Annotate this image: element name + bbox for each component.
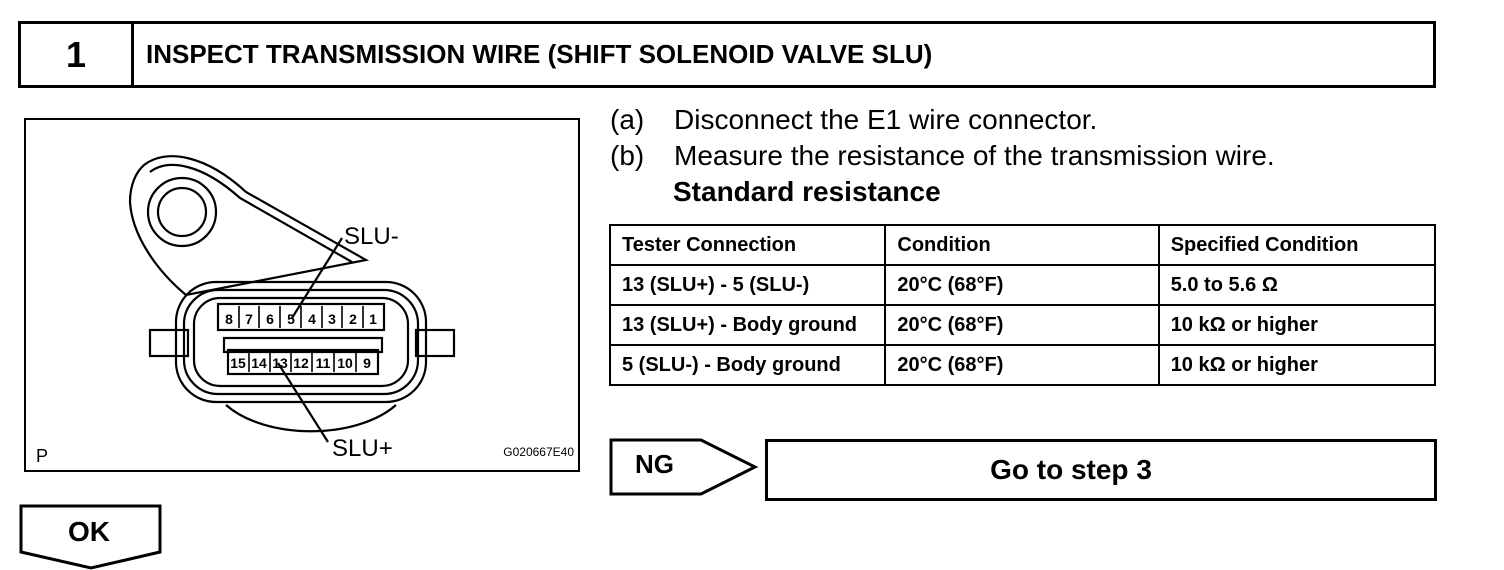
pin-label: 7 <box>245 311 253 327</box>
table-row: 13 (SLU+) - Body ground 20°C (68°F) 10 k… <box>608 304 1437 346</box>
table-cell: 20°C (68°F) <box>884 304 1160 346</box>
pin-label: 15 <box>230 355 246 371</box>
pin-label: 2 <box>349 311 357 327</box>
pin-label: 11 <box>316 355 331 371</box>
step-b-label: (b) <box>610 140 645 171</box>
step-header: 1 INSPECT TRANSMISSION WIRE (SHIFT SOLEN… <box>18 21 1436 88</box>
step-a: (a) Disconnect the E1 wire connector. <box>610 104 1097 136</box>
step-title: INSPECT TRANSMISSION WIRE (SHIFT SOLENOI… <box>146 39 933 69</box>
table-cell: 20°C (68°F) <box>884 264 1160 306</box>
corner-letter: P <box>36 446 48 466</box>
connector-diagram: 8 7 6 5 4 3 2 1 15 14 13 12 11 10 9 SLU-… <box>36 155 574 466</box>
ng-label: NG <box>635 449 674 479</box>
table-cell: 5 (SLU-) - Body ground <box>608 344 887 386</box>
table-cell: 13 (SLU+) - Body ground <box>608 304 887 346</box>
pin-label: 6 <box>266 311 274 327</box>
table-row: 5 (SLU-) - Body ground 20°C (68°F) 10 kΩ… <box>608 344 1437 386</box>
pin-label: 8 <box>225 311 233 327</box>
table-cell: 10 kΩ or higher <box>1157 304 1437 346</box>
table-row: 13 (SLU+) - 5 (SLU-) 20°C (68°F) 5.0 to … <box>608 264 1437 306</box>
ok-label: OK <box>68 516 110 547</box>
pin-label: 4 <box>308 311 316 327</box>
connector-figure: 8 7 6 5 4 3 2 1 15 14 13 12 11 10 9 SLU-… <box>24 118 580 472</box>
pin-label: 10 <box>337 355 353 371</box>
step-b-text: Measure the resistance of the transmissi… <box>674 140 1275 171</box>
pin-label: 1 <box>369 311 377 327</box>
slu-minus-label: SLU- <box>344 223 399 250</box>
standard-heading: Standard resistance <box>673 176 941 207</box>
step-b: (b) Measure the resistance of the transmi… <box>610 140 1275 172</box>
pin-label: 12 <box>293 355 309 371</box>
go-to-step-box[interactable]: Go to step 3 <box>765 439 1437 501</box>
table-cell: 5.0 to 5.6 Ω <box>1157 264 1437 306</box>
step-a-label: (a) <box>610 104 645 135</box>
pin-label: 3 <box>328 311 336 327</box>
pin-label: 9 <box>363 355 371 371</box>
table-cell: 20°C (68°F) <box>884 344 1160 386</box>
ng-arrow-icon <box>609 438 759 496</box>
table-header: Tester Connection <box>608 224 887 266</box>
pin-label: 14 <box>251 355 267 371</box>
ok-arrow-icon <box>19 504 162 570</box>
pin-label: 5 <box>287 311 295 327</box>
table-header: Specified Condition <box>1157 224 1437 266</box>
table-header-row: Tester Connection Condition Specified Co… <box>608 224 1437 266</box>
table-cell: 10 kΩ or higher <box>1157 344 1437 386</box>
pin-label: 13 <box>272 355 288 371</box>
resistance-table: Tester Connection Condition Specified Co… <box>608 224 1437 386</box>
step-a-text: Disconnect the E1 wire connector. <box>674 104 1098 135</box>
table-cell: 13 (SLU+) - 5 (SLU-) <box>608 264 887 306</box>
slu-plus-label: SLU+ <box>332 435 393 462</box>
step-number: 1 <box>21 24 134 85</box>
figure-code: G020667E40 <box>503 445 574 459</box>
table-header: Condition <box>884 224 1160 266</box>
